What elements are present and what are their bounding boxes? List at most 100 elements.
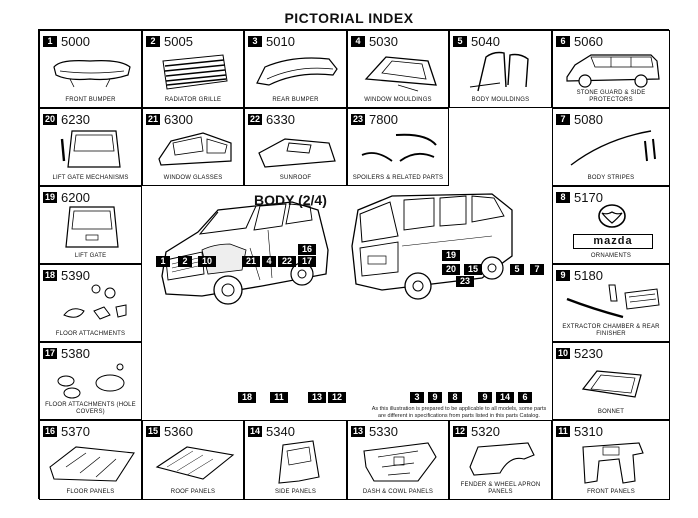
index-cell-floor-attachments[interactable]: 18 5390 FLOOR ATTACHMENTS [39, 264, 142, 342]
callout-label: 1 [156, 256, 170, 267]
cell-number: 1 [43, 36, 57, 47]
cell-caption: FRONT BUMPER [65, 97, 116, 103]
cell-code: 5005 [164, 34, 193, 49]
cell-caption: ROOF PANELS [170, 489, 216, 495]
callout-label: 14 [496, 392, 514, 403]
callout-label: 3 [410, 392, 424, 403]
lift-gate-mechanism-icon [60, 130, 121, 168]
mazda-logo-icon [598, 204, 626, 228]
cell-code: 6300 [164, 112, 193, 127]
callout-label: 18 [238, 392, 256, 403]
cell-caption: BODY STRIPES [587, 175, 635, 181]
cell-number: 13 [351, 426, 365, 437]
callout-label: 16 [298, 244, 316, 255]
cell-number: 5 [453, 36, 467, 47]
front-panel-icon [582, 442, 644, 484]
side-panel-icon [278, 440, 320, 484]
cell-number: 8 [556, 192, 570, 203]
mazda-wordmark: mazda [573, 234, 653, 249]
van-rear-icon [351, 193, 514, 300]
cell-code: 5030 [369, 34, 398, 49]
cell-code: 5080 [574, 112, 603, 127]
cell-caption: RADIATOR GRILLE [164, 97, 222, 103]
cell-caption: REAR BUMPER [272, 97, 319, 103]
body-moulding-icon [469, 51, 529, 92]
cell-number: 12 [453, 426, 467, 437]
cell-number: 6 [556, 36, 570, 47]
cell-caption: BODY MOULDINGS [471, 97, 530, 103]
cell-code: 5330 [369, 424, 398, 439]
callout-label: 11 [270, 392, 288, 403]
callout-label: 20 [442, 264, 460, 275]
cell-caption: FRONT PANELS [587, 489, 635, 495]
cell-caption: FENDER & WHEEL APRON PANELS [460, 482, 541, 495]
cell-number: 3 [248, 36, 262, 47]
index-cell-fender-apron[interactable]: 12 5320 FENDER & WHEEL APRON PANELS [449, 420, 552, 500]
hole-cover-icon [57, 363, 125, 399]
cell-caption: SIDE PANELS [274, 489, 317, 495]
lift-gate-icon [65, 206, 119, 248]
index-cell-body-stripes[interactable]: 7 5080 BODY STRIPES [552, 108, 670, 186]
cell-caption: SPOILERS & RELATED PARTS [352, 175, 444, 181]
callout-label: 22 [278, 256, 296, 267]
cell-caption: FLOOR PANELS [66, 489, 115, 495]
cell-number: 23 [351, 114, 365, 125]
callout-label: 21 [242, 256, 260, 267]
callout-label: 8 [448, 392, 462, 403]
cell-number: 18 [43, 270, 57, 281]
callout-label: 6 [518, 392, 532, 403]
callout-label: 15 [464, 264, 482, 275]
cell-number: 14 [248, 426, 262, 437]
applicability-note: As this illustration is prepared to be a… [371, 406, 547, 419]
index-cell-side-panels[interactable]: 14 5340 SIDE PANELS [244, 420, 347, 500]
callout-label: 17 [298, 256, 316, 267]
cell-code: 6200 [61, 190, 90, 205]
cell-caption: EXTRACTOR CHAMBER & REAR FINISHER [562, 324, 660, 337]
callout-label: 4 [262, 256, 276, 267]
cell-number: 9 [556, 270, 570, 281]
window-moulding-icon [364, 56, 437, 92]
body-diagram: BODY (2/4) [142, 186, 552, 420]
van-side-icon [566, 54, 660, 88]
cell-caption: ORNAMENTS [590, 253, 632, 259]
cell-caption: FLOOR ATTACHMENTS (HOLE COVERS) [45, 402, 136, 415]
cell-code: 5340 [266, 424, 295, 439]
cell-number: 22 [248, 114, 262, 125]
cell-number: 7 [556, 114, 570, 125]
cell-code: 5380 [61, 346, 90, 361]
cell-number: 21 [146, 114, 160, 125]
cell-code: 5060 [574, 34, 603, 49]
cell-caption: SUNROOF [279, 175, 312, 181]
cell-code: 5390 [61, 268, 90, 283]
cell-code: 5010 [266, 34, 295, 49]
callout-label: 13 [308, 392, 326, 403]
bonnet-icon [581, 370, 642, 398]
cell-code: 5320 [471, 424, 500, 439]
cell-code: 5230 [574, 346, 603, 361]
roof-panel-icon [155, 446, 235, 480]
callout-label: 2 [178, 256, 192, 267]
cell-caption: FLOOR ATTACHMENTS [55, 331, 126, 337]
cell-caption: BONNET [597, 409, 625, 415]
callout-label: 12 [328, 392, 346, 403]
grille-icon [162, 54, 228, 90]
index-cell-rear-bumper[interactable]: 3 5010 REAR BUMPER [244, 30, 347, 108]
